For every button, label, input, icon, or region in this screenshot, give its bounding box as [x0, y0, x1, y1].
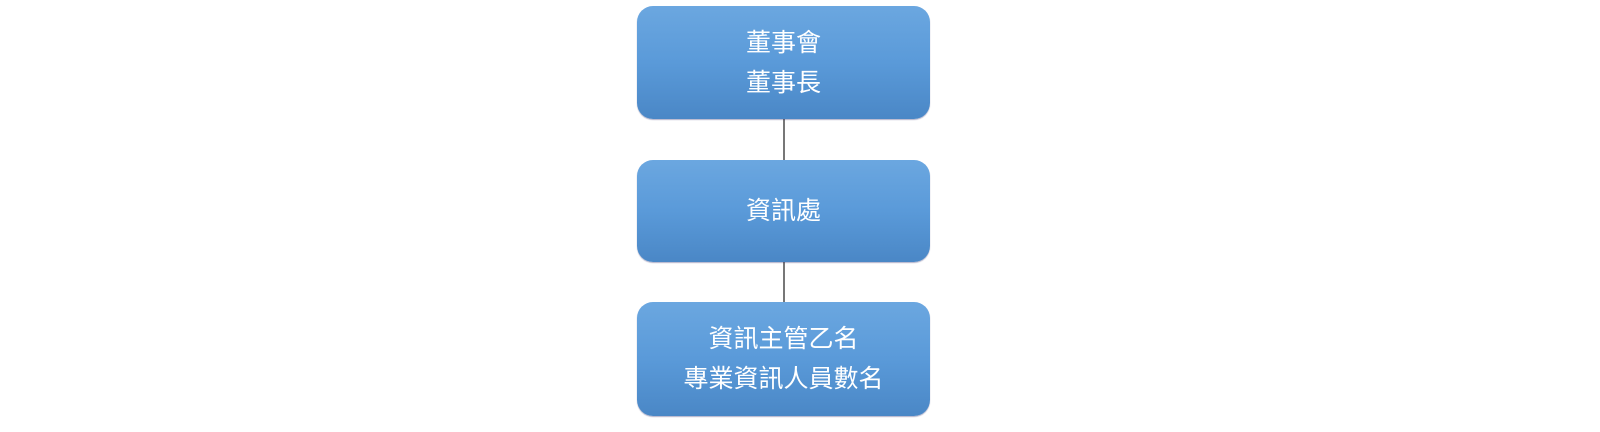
node-it-staff: 資訊主管乙名 專業資訊人員數名 [637, 302, 930, 416]
connector-board-to-it [783, 119, 785, 160]
node-it-department-line-1: 資訊處 [745, 196, 821, 225]
node-board-line-1: 董事會 [745, 27, 821, 57]
node-board-line-2: 董事長 [745, 67, 821, 97]
node-it-department: 資訊處 [637, 160, 930, 262]
connector-it-to-staff [783, 262, 785, 302]
node-it-staff-line-1: 資訊主管乙名 [708, 324, 859, 353]
node-board: 董事會 董事長 [637, 6, 930, 119]
node-it-staff-line-2: 專業資訊人員數名 [683, 364, 884, 393]
